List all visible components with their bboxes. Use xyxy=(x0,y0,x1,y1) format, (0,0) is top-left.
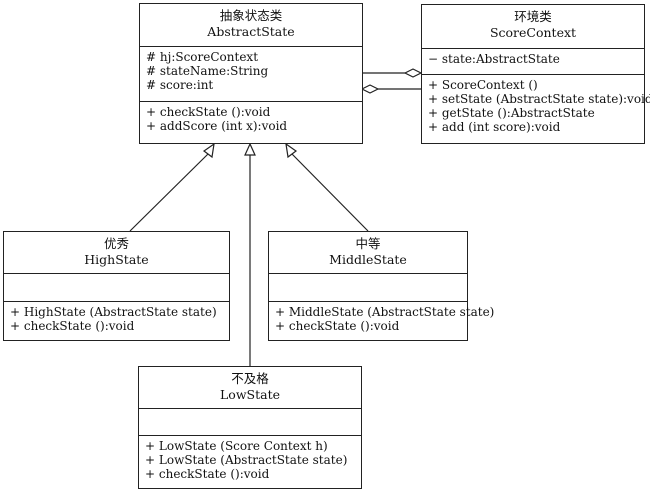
method: + LowState (AbstractState state) xyxy=(145,453,348,467)
class-score-context-cn: 环境类 xyxy=(514,9,552,24)
class-middle-state-cn: 中等 xyxy=(355,236,381,251)
class-abstract-state-en: AbstractState xyxy=(207,24,295,39)
method: + checkState ():void xyxy=(145,467,270,481)
class-low-state: 不及格 LowState + LowState (Score Context h… xyxy=(138,366,362,489)
attribute: − state:AbstractState xyxy=(428,52,560,66)
inherit-line-high xyxy=(129,153,209,232)
class-abstract-state-attributes: # hj:ScoreContext # stateName:String # s… xyxy=(140,46,362,101)
class-middle-state-attributes xyxy=(269,273,467,301)
class-abstract-state: 抽象状态类 AbstractState # hj:ScoreContext # … xyxy=(139,3,363,144)
class-score-context-name: 环境类 ScoreContext xyxy=(422,5,644,48)
attribute: # hj:ScoreContext xyxy=(146,50,259,64)
class-score-context: 环境类 ScoreContext − state:AbstractState +… xyxy=(421,4,650,144)
class-score-context-en: ScoreContext xyxy=(489,25,577,40)
class-high-state: 优秀 HighState + HighState (AbstractState … xyxy=(3,231,230,341)
attribute: # score:int xyxy=(146,78,214,92)
class-high-state-name: 优秀 HighState xyxy=(4,232,229,273)
class-abstract-state-methods: + checkState ():void + addScore (int x):… xyxy=(140,101,362,143)
inherit-arrow-middle xyxy=(285,142,298,159)
class-abstract-state-cn: 抽象状态类 xyxy=(219,8,283,23)
class-high-state-methods: + HighState (AbstractState state) + chec… xyxy=(4,301,229,339)
method: + LowState (Score Context h) xyxy=(145,439,328,453)
class-low-state-attributes xyxy=(139,408,361,435)
class-middle-state-en: MiddleState xyxy=(329,252,407,267)
inherit-arrow-high xyxy=(202,142,215,159)
aggregation-diamond-abstract xyxy=(360,84,380,94)
class-low-state-name: 不及格 LowState xyxy=(139,367,361,408)
method: + getState ():AbstractState xyxy=(428,106,595,120)
attribute: # stateName:String xyxy=(146,64,269,78)
method: + checkState ():void xyxy=(10,319,135,333)
method: + ScoreContext () xyxy=(428,78,538,92)
class-score-context-attributes: − state:AbstractState xyxy=(422,48,644,74)
method: + add (int score):void xyxy=(428,120,561,134)
method: + addScore (int x):void xyxy=(146,119,288,133)
method: + setState (AbstractState state):void xyxy=(428,92,650,106)
inherit-line-middle xyxy=(291,153,369,232)
class-low-state-methods: + LowState (Score Context h) + LowState … xyxy=(139,435,361,487)
inherit-arrow-low xyxy=(244,142,256,156)
class-low-state-en: LowState xyxy=(220,387,280,402)
method: + HighState (AbstractState state) xyxy=(10,305,217,319)
class-abstract-state-name: 抽象状态类 AbstractState xyxy=(140,4,362,46)
class-low-state-cn: 不及格 xyxy=(231,371,269,386)
class-high-state-attributes xyxy=(4,273,229,301)
method: + checkState ():void xyxy=(275,319,400,333)
class-score-context-methods: + ScoreContext () + setState (AbstractSt… xyxy=(422,74,650,142)
class-high-state-en: HighState xyxy=(84,252,149,267)
method: + checkState ():void xyxy=(146,105,271,119)
class-middle-state: 中等 MiddleState + MiddleState (AbstractSt… xyxy=(268,231,495,341)
class-middle-state-name: 中等 MiddleState xyxy=(269,232,467,273)
method: + MiddleState (AbstractState state) xyxy=(275,305,495,319)
aggregation-diamond-context xyxy=(403,68,423,78)
class-high-state-cn: 优秀 xyxy=(103,236,129,251)
class-middle-state-methods: + MiddleState (AbstractState state) + ch… xyxy=(269,301,495,339)
